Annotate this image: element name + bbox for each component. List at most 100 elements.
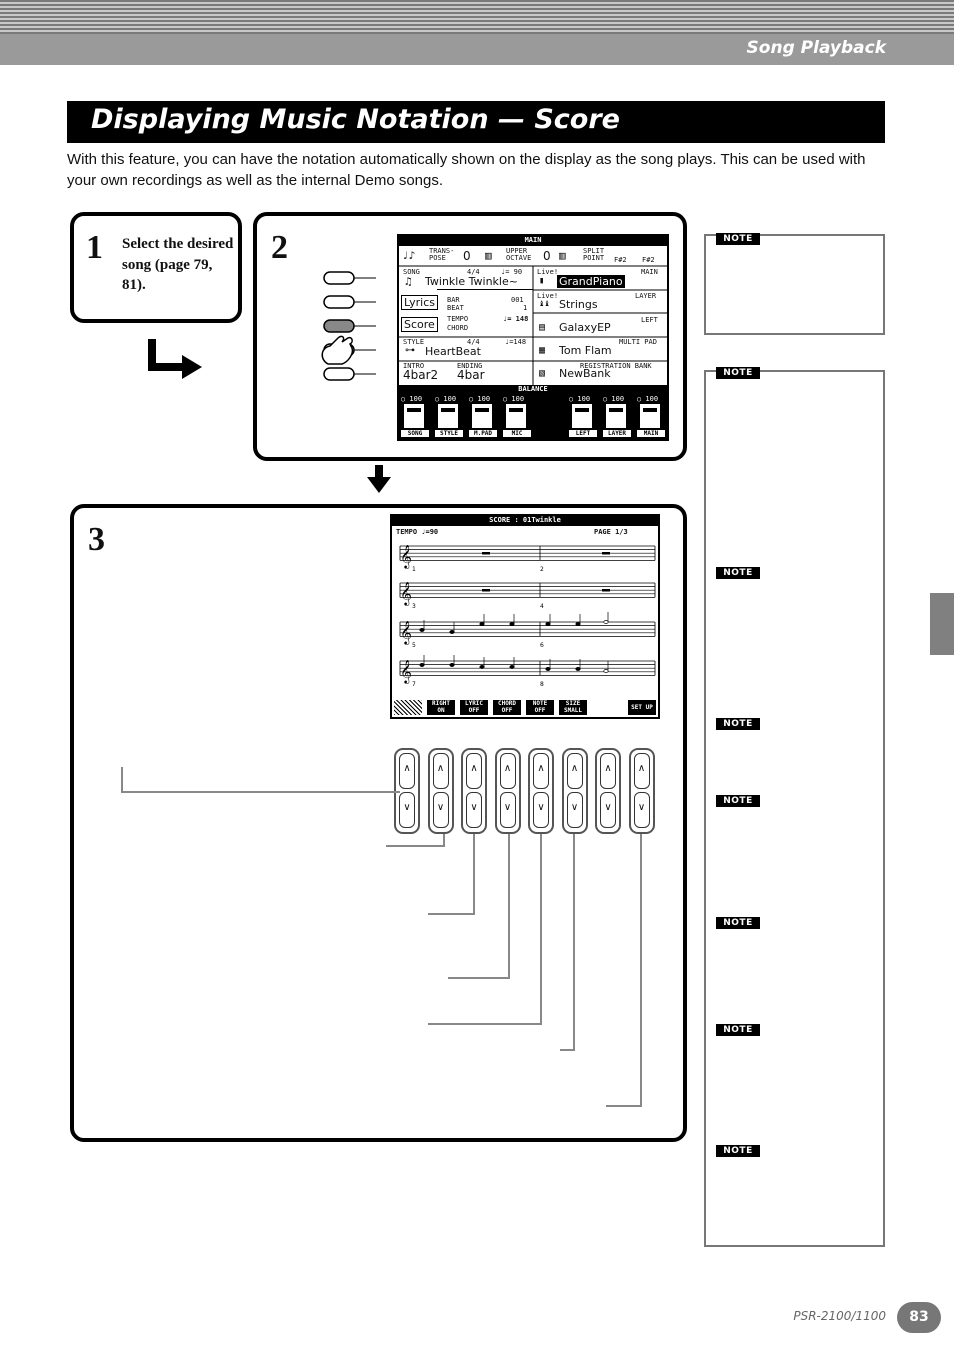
bar-number: 5	[412, 642, 416, 649]
down-button[interactable]: ∨	[533, 792, 549, 828]
intro-value[interactable]: 4bar2	[403, 368, 439, 382]
bar-number: 6	[540, 642, 544, 649]
main-display-header: MAIN	[524, 236, 542, 244]
page-title-bar: Displaying Music Notation — Score	[67, 101, 885, 143]
down-button[interactable]: ∨	[499, 792, 516, 828]
note-head	[545, 622, 551, 626]
balance-knob[interactable]	[609, 408, 623, 412]
voice-layer-name[interactable]: Strings	[559, 298, 598, 311]
up-button[interactable]: ∧	[533, 753, 549, 789]
balance-knob[interactable]	[475, 408, 489, 412]
balance-track	[606, 404, 626, 428]
balance-knob[interactable]	[643, 408, 657, 412]
note-head	[479, 665, 485, 669]
treble-clef-icon: 𝄞	[400, 620, 412, 645]
multipad-icon: ▦	[539, 345, 546, 356]
up-button[interactable]: ∧	[466, 753, 482, 789]
up-button[interactable]: ∧	[566, 753, 583, 789]
staff-system: 𝄞5 6	[399, 612, 656, 649]
split-point-value[interactable]: F#2	[614, 256, 627, 264]
up-button[interactable]: ∧	[600, 753, 616, 789]
bar-label: BAR	[447, 296, 460, 304]
up-button[interactable]: ∧	[633, 753, 650, 789]
down-button[interactable]: ∨	[566, 792, 583, 828]
down-button[interactable]: ∨	[600, 792, 616, 828]
lyrics-button[interactable]: Lyrics	[401, 295, 438, 310]
score-softkey-blank[interactable]	[394, 700, 422, 715]
multipad-name[interactable]: Tom Flam	[559, 344, 612, 357]
note-label-text: NOTE	[723, 368, 753, 378]
song-name[interactable]: Twinkle Twinkle~	[425, 275, 518, 288]
note-head	[509, 665, 515, 669]
upper-octave-value[interactable]: 0	[543, 249, 551, 263]
balance-value: ○ 100	[401, 395, 423, 403]
score-tempo: TEMPO ♩=90	[396, 528, 439, 536]
tempo-label: TEMPO	[447, 315, 469, 323]
down-button[interactable]: ∨	[466, 792, 482, 828]
softkey-value: OFF	[534, 707, 546, 714]
intro-paragraph: With this feature, you can have the nota…	[67, 151, 866, 189]
transpose-label: TRANS- POSE	[429, 247, 455, 262]
balance-knob[interactable]	[575, 408, 589, 412]
up-button[interactable]: ∧	[432, 753, 449, 789]
balance-value: ○ 100	[637, 395, 659, 403]
down-button[interactable]: ∨	[633, 792, 650, 828]
lcd-button-e[interactable]	[323, 367, 355, 381]
multipad-label: MULTI PAD	[619, 338, 657, 346]
voice-left-name[interactable]: GalaxyEP	[559, 321, 611, 334]
split-point-value-2[interactable]: F#2	[642, 256, 655, 264]
whole-rest	[602, 552, 610, 555]
balance-channel-label: MIC	[503, 430, 531, 437]
note-tag-8: NOTE	[716, 1145, 760, 1157]
up-button[interactable]: ∧	[499, 753, 516, 789]
softkey-value: OFF	[468, 707, 480, 714]
step2-number: 2	[271, 229, 288, 266]
step-arrow-icon	[148, 339, 202, 379]
style-tempo: ♩=148	[505, 338, 527, 346]
softkey-label: NOTE	[532, 700, 548, 707]
balance-channel-label: MAIN	[637, 430, 665, 437]
lcd-button-b[interactable]	[323, 295, 355, 309]
style-icon: ⊶	[405, 345, 415, 356]
style-name[interactable]: HeartBeat	[425, 345, 481, 358]
balance-knob[interactable]	[407, 408, 421, 412]
balance-knob[interactable]	[509, 408, 523, 412]
balance-track	[404, 404, 424, 428]
score-button[interactable]: Score	[401, 317, 438, 332]
chapter-tab	[930, 593, 954, 655]
note-tag-3: NOTE	[716, 567, 760, 579]
lcd-button-c[interactable]	[323, 319, 355, 333]
lcd-button-a[interactable]	[323, 271, 355, 285]
regbank-label: REGISTRATION BANK	[580, 362, 652, 370]
regbank-name[interactable]: NewBank	[559, 367, 611, 380]
voice-main-name[interactable]: GrandPiano	[557, 275, 625, 288]
header-band	[0, 0, 954, 65]
intro-label: INTRO	[403, 362, 425, 370]
down-button[interactable]: ∨	[432, 792, 449, 828]
updown-button-pair-3: ∧∨	[461, 748, 487, 834]
epiano-icon: ▤	[539, 322, 546, 333]
score-softkey-setup[interactable]: SET UP	[628, 700, 656, 715]
footer-model: PSR-2100/1100	[793, 1309, 886, 1323]
up-button[interactable]: ∧	[399, 753, 415, 789]
down-button[interactable]: ∨	[399, 792, 415, 828]
ending-value[interactable]: 4bar	[457, 368, 485, 382]
transpose-value[interactable]: 0	[463, 249, 471, 263]
note-label-text: NOTE	[723, 568, 753, 578]
keyboard-icon: ▥	[485, 249, 492, 262]
balance-knob[interactable]	[441, 408, 455, 412]
note-tag-2: NOTE	[716, 367, 760, 379]
